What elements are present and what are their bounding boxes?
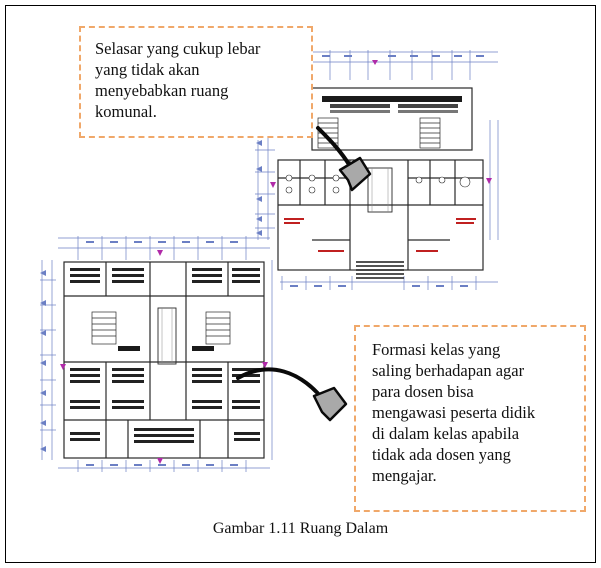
top-note-line-2: yang tidak akan <box>95 60 200 79</box>
right-note-line-6: tidak ada dosen yang <box>372 445 511 464</box>
figure-caption: Gambar 1.11 Ruang Dalam <box>212 520 389 537</box>
upper-plan-room-labels <box>284 218 476 252</box>
upper-plan-seating-rows <box>322 96 462 113</box>
upper-plan-stairs <box>317 117 441 149</box>
lower-floor-plan <box>40 236 273 472</box>
right-annotation-callout: Formasi kelas yang saling berhadapan aga… <box>354 325 586 512</box>
top-note-line-4: komunal. <box>95 102 157 121</box>
right-callout-arrow <box>236 367 348 422</box>
top-callout-arrow <box>316 126 372 192</box>
lower-plan-stairs <box>91 311 231 345</box>
lower-plan-dimension-lines <box>40 236 273 472</box>
lower-plan-dimension-texts <box>86 241 238 466</box>
upper-plan-fixtures <box>285 174 471 194</box>
upper-plan-void <box>367 167 393 213</box>
right-note-line-7: mengajar. <box>372 466 437 485</box>
top-note-line-3: menyebabkan ruang <box>95 81 229 100</box>
right-note-line-5: di dalam kelas apabila <box>372 424 520 443</box>
right-note-line-3: para dosen bisa <box>372 382 474 401</box>
upper-floor-plan <box>255 50 499 290</box>
lower-plan-void <box>157 307 177 365</box>
lower-plan-grid-bubbles <box>40 270 46 452</box>
right-note-line-4: mengawasi peserta didik <box>372 403 536 422</box>
lower-plan-stair-landings <box>118 346 214 351</box>
top-annotation-callout: Selasar yang cukup lebar yang tidak akan… <box>79 26 313 138</box>
right-note-line-2: saling berhadapan agar <box>372 361 525 380</box>
top-note-line-1: Selasar yang cukup lebar <box>95 39 261 58</box>
upper-plan-grid-bubbles <box>256 140 262 236</box>
upper-plan-section-markers <box>270 60 492 188</box>
right-note-line-1: Formasi kelas yang <box>372 340 501 359</box>
upper-plan-entrance-stairs <box>356 261 404 279</box>
lower-plan-walls <box>63 261 265 459</box>
lower-plan-classroom-seating <box>70 268 260 443</box>
lower-plan-section-markers <box>60 250 268 464</box>
